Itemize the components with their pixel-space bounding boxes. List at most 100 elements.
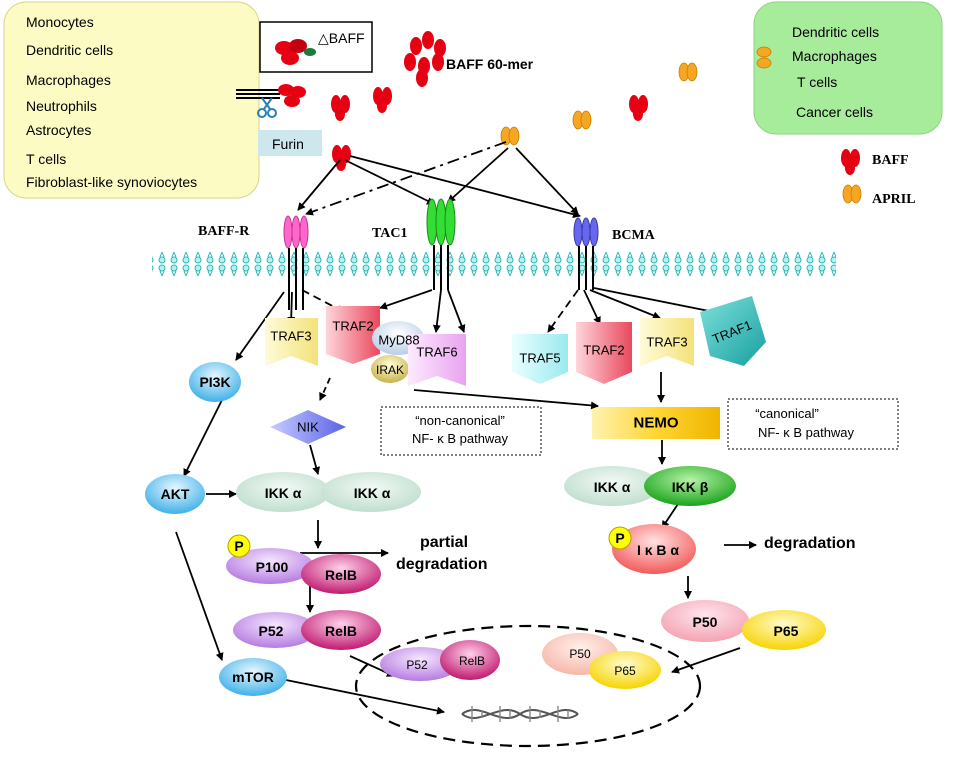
ikka-1-label: IKK α: [264, 485, 302, 501]
p50-1-shape: [661, 600, 749, 642]
ikka-3-label: IKK α: [593, 479, 631, 495]
traf2-left-shape: [326, 306, 380, 364]
furin-box: [258, 130, 322, 156]
noncanonical-line1: “non-canonical”: [415, 413, 505, 428]
april-source-cancer: Cancer cells: [796, 104, 874, 120]
nemo-shape: [592, 407, 720, 439]
delta-baff-icon: [275, 39, 316, 65]
legend-baff-label: BAFF: [872, 153, 909, 168]
pi3k-shape: [189, 362, 241, 402]
traf1-shape: [700, 296, 766, 366]
source-cell-fibroblast: Fibroblast-like synoviocytes: [26, 174, 198, 190]
mtor-shape: [219, 658, 287, 696]
p52-2-label: P52: [406, 658, 428, 672]
baff-trimer-icon: [629, 95, 648, 121]
irak-shape: [371, 355, 409, 383]
traf2-right-label: TRAF2: [583, 342, 625, 358]
relb-1-shape: [301, 554, 381, 594]
april-trimer-icon: [500, 126, 520, 146]
p100-label: P100: [255, 559, 289, 575]
source-cell-t-cells: T cells: [26, 151, 67, 167]
akt-label: AKT: [160, 486, 190, 502]
p65-2-label: P65: [614, 664, 636, 678]
phospho-1-label: P: [234, 538, 244, 554]
p50-2-label: P50: [569, 647, 591, 661]
myd88-label: MyD88: [378, 332, 420, 348]
baff-trimer-icon: [331, 95, 350, 121]
traf3-right-shape: [640, 318, 694, 366]
phospho-2-shape: [608, 526, 632, 550]
cell-membrane: [152, 252, 836, 276]
april-source-t-cells: T cells: [797, 74, 838, 90]
taci-receptor: [426, 198, 456, 290]
baff-r-receptor: [283, 215, 309, 310]
baff-60mer-label: BAFF 60-mer: [446, 56, 534, 72]
baff-r-label: BAFF-R: [198, 224, 250, 239]
traf5-shape: [512, 334, 568, 384]
nucleus-outline: [354, 624, 702, 748]
degradation-label: degradation: [764, 535, 856, 552]
relb-3-label: RelB: [458, 654, 486, 668]
bcma-label: BCMA: [612, 228, 655, 243]
source-cell-monocytes: Monocytes: [26, 14, 94, 30]
p65-1-shape: [742, 610, 826, 650]
source-cell-dendritic: Dendritic cells: [26, 42, 114, 58]
april-source-dendritic: Dendritic cells: [792, 24, 880, 40]
source-cell-neutrophils: Neutrophils: [26, 98, 97, 114]
p52-1-shape: [233, 612, 317, 648]
baff-60mer-icon: [404, 31, 446, 87]
partial-degradation-label: degradation: [396, 556, 488, 573]
april-trimer-icon: [678, 62, 698, 82]
furin-label: Furin: [272, 136, 304, 152]
ikka-2-shape: [321, 472, 421, 512]
traf2-left-label: TRAF2: [332, 318, 374, 334]
p50-1-label: P50: [692, 614, 718, 630]
membrane-baff-icon: [236, 84, 306, 107]
mtor-label: mTOR: [232, 669, 274, 685]
relb-2-label: RelB: [325, 623, 357, 639]
traf2-right-shape: [576, 322, 632, 384]
akt-shape: [145, 474, 205, 514]
phospho-2-label: P: [615, 530, 625, 546]
ikba-shape: [612, 524, 696, 574]
legend-april-label: APRIL: [872, 192, 916, 207]
canonical-line2: NF- κ B pathway: [757, 425, 855, 440]
p65-2-shape: [589, 651, 661, 689]
ikba-label: I κ B α: [636, 542, 680, 558]
irak-label: IRAK: [375, 363, 405, 377]
april-source-cell-box: [753, 1, 943, 135]
ikka-1-shape: [236, 472, 330, 512]
dna-icon: [461, 706, 579, 722]
bcma-receptor: [573, 217, 599, 290]
partial-label: partial: [420, 534, 469, 551]
taci-label: TAC1: [372, 226, 408, 241]
traf6-label: TRAF6: [416, 344, 458, 360]
delta-baff-label: △BAFF: [318, 30, 365, 46]
relb-2-shape: [301, 610, 381, 650]
legend-baff-icon: [841, 149, 860, 175]
relb-1-label: RelB: [325, 567, 357, 583]
april-trimer-icon: [572, 110, 592, 130]
scissors-icon: [257, 97, 277, 118]
baff-source-cell-box: [3, 1, 260, 199]
traf5-label: TRAF5: [519, 350, 561, 366]
ikkb-shape: [644, 466, 736, 506]
ikkb-label: IKK β: [671, 479, 709, 495]
source-cell-macrophages: Macrophages: [26, 72, 111, 88]
noncanonical-box: [380, 406, 542, 456]
p52-1-label: P52: [258, 623, 284, 639]
april-trimer-icon: [756, 46, 772, 69]
p52-2-shape: [380, 647, 460, 681]
noncanonical-line2: NF- κ B pathway: [411, 431, 509, 446]
legend-april-icon: [842, 184, 862, 204]
canonical-box: [727, 398, 899, 450]
pi3k-label: PI3K: [199, 374, 231, 390]
traf3-left-shape: [265, 318, 318, 366]
baff-trimer-icon: [373, 87, 392, 113]
nemo-label: NEMO: [633, 414, 679, 432]
source-cell-astrocytes: Astrocytes: [26, 122, 92, 138]
nik-label: NIK: [297, 419, 319, 435]
canonical-line1: “canonical”: [755, 406, 819, 421]
traf3-left-label: TRAF3: [270, 328, 312, 344]
